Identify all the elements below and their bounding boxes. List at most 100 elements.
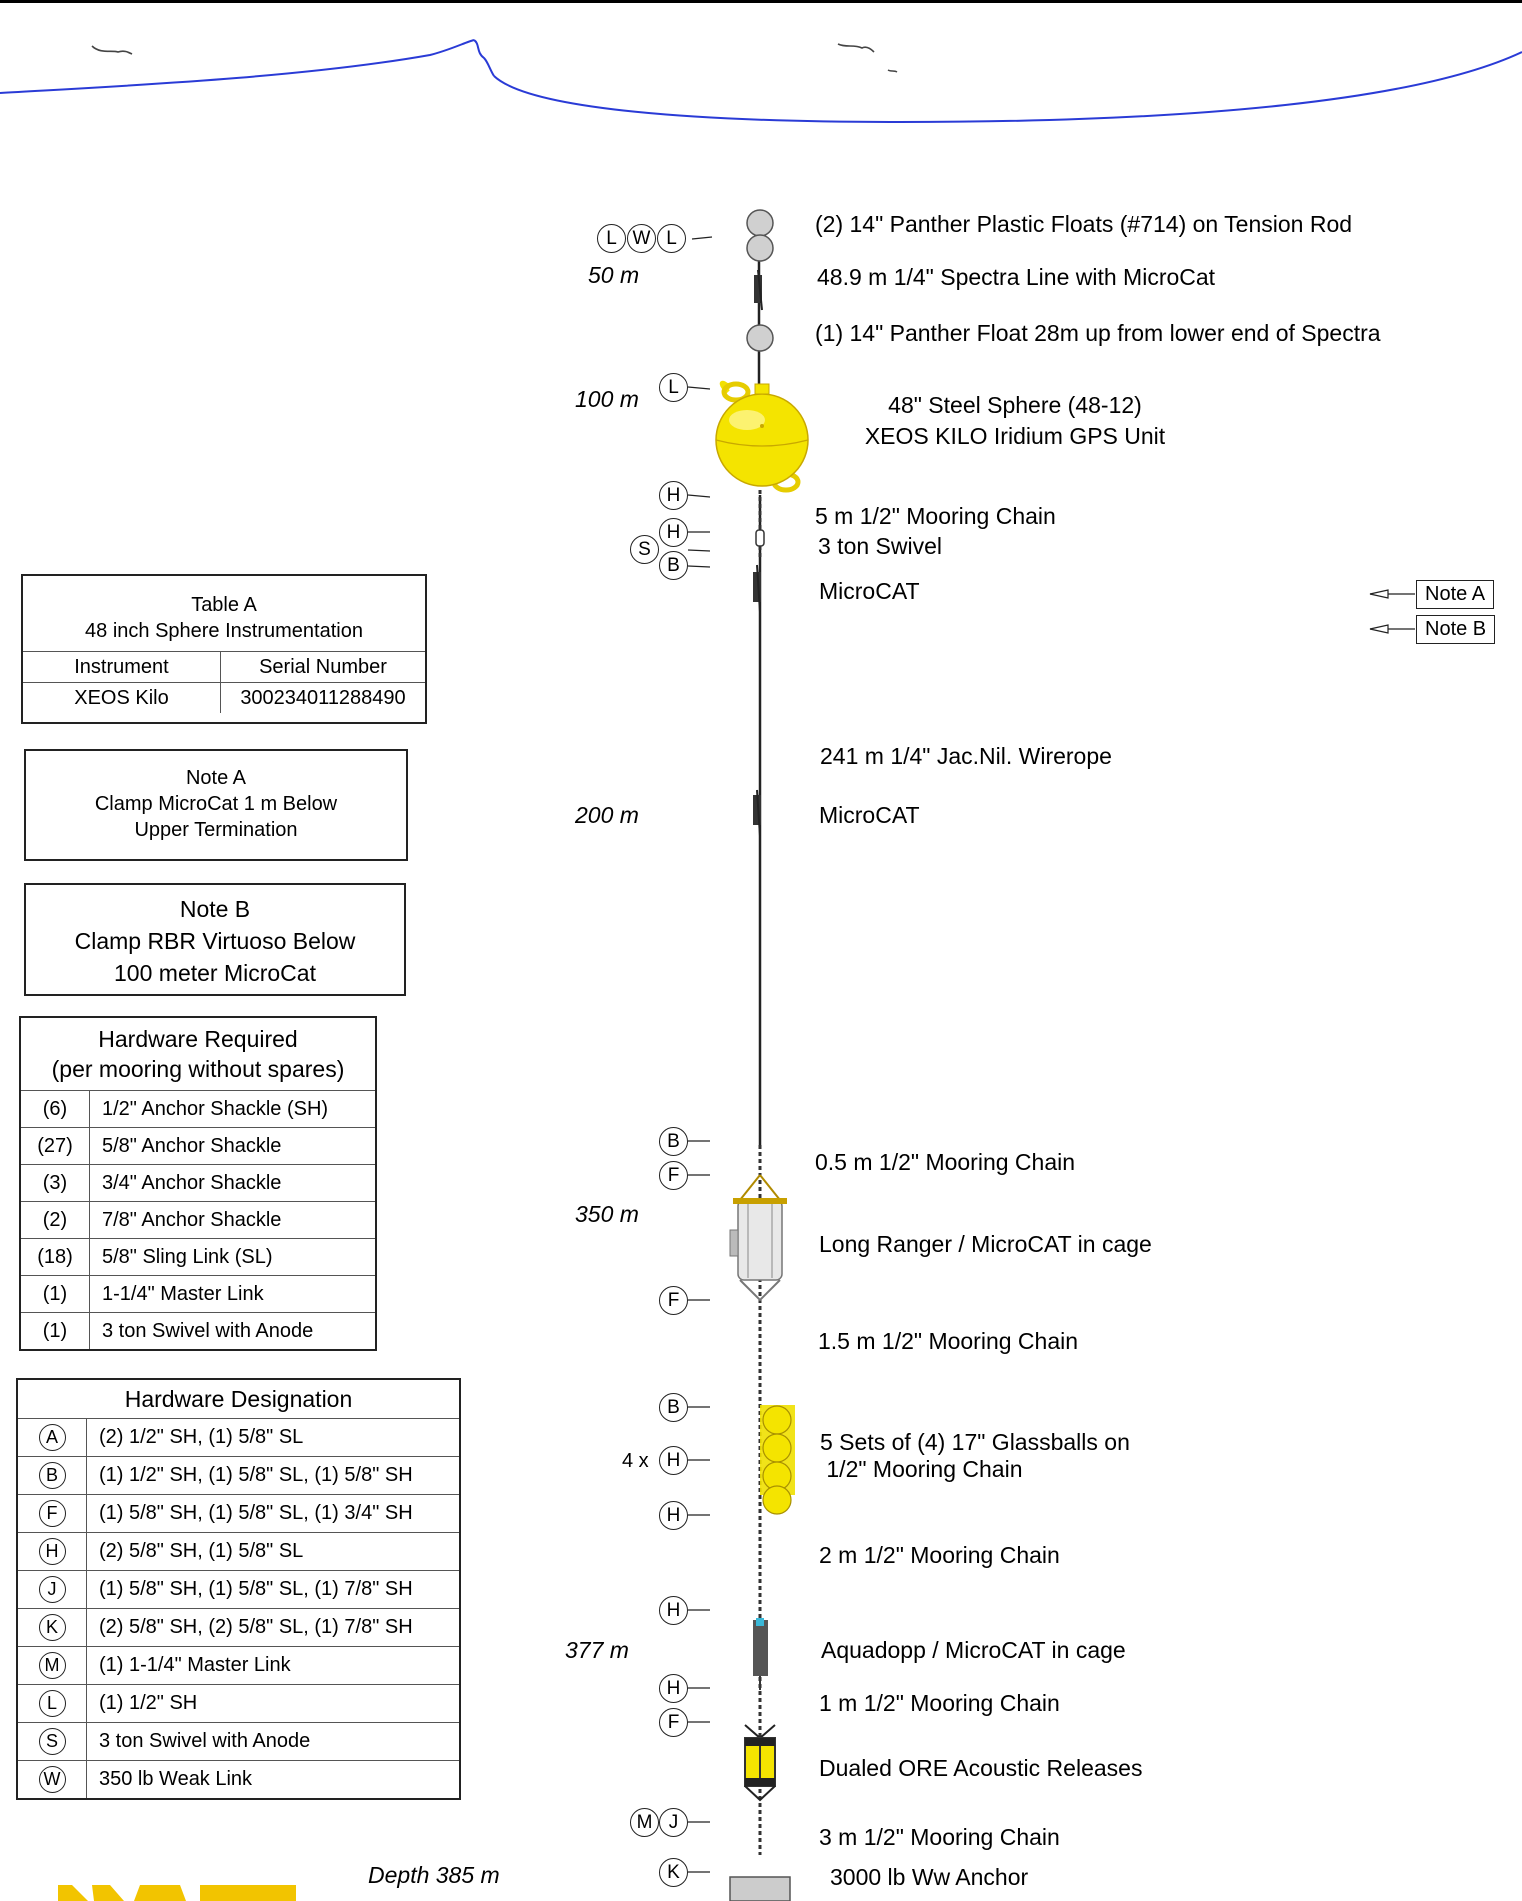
code-cell: A: [18, 1418, 87, 1457]
desc-cell: 3 ton Swivel with Anode: [86, 1722, 459, 1761]
component-label: 48.9 m 1/4" Spectra Line with MicroCat: [817, 264, 1216, 290]
code-circle-K: K: [38, 1614, 66, 1641]
component-label: Long Ranger / MicroCAT in cage: [819, 1231, 1152, 1257]
microcat-clamp: [756, 789, 761, 837]
note-b-title: Note B: [179, 896, 251, 922]
component-label: (1) 14" Panther Float 28m up from lower …: [815, 320, 1381, 346]
note-a-tag: Note A: [1416, 580, 1495, 609]
desc-cell: 350 lb Weak Link: [86, 1760, 459, 1798]
aquadopp-cage: [753, 1618, 768, 1690]
table-a-col1: Instrument: [23, 651, 221, 683]
code-circle-W: W: [38, 1766, 66, 1793]
table-row: (27)5/8" Anchor Shackle: [21, 1127, 375, 1165]
microcat-instrument: [754, 275, 762, 303]
qty-cell: (1): [21, 1275, 90, 1313]
component-label: 1.5 m 1/2" Mooring Chain: [818, 1328, 1079, 1354]
component-label: 3 ton Swivel: [818, 533, 943, 559]
qty-cell: (2): [21, 1201, 90, 1239]
code-circle-H: H: [659, 1674, 688, 1703]
depth-label: 200 m: [575, 802, 639, 828]
hardware-required-title: Hardware Required: [98, 1026, 298, 1052]
table-row: L(1) 1/2" SH: [18, 1684, 459, 1723]
code-circle-A: A: [38, 1424, 66, 1451]
qty-cell: (3): [21, 1164, 90, 1202]
code-circle-L: L: [38, 1690, 66, 1717]
code-leaders: [687, 236, 713, 1873]
long-ranger-cage: [729, 1174, 787, 1302]
table-a-subtitle: 48 inch Sphere Instrumentation: [85, 620, 363, 642]
microcat-instrument: [753, 795, 761, 825]
depth-label: 50 m: [588, 262, 640, 288]
table-a-serial: 300234011288490: [220, 682, 425, 713]
bird-icon: [887, 69, 898, 73]
hardware-required-subtitle: (per mooring without spares): [51, 1056, 345, 1082]
top-border: [0, 0, 1522, 3]
code-cell: W: [18, 1760, 87, 1798]
hardware-required-table: Hardware Required (per mooring without s…: [19, 1016, 377, 1351]
table-row: A(2) 1/2" SH, (1) 5/8" SL: [18, 1418, 459, 1457]
panther-float-single: [746, 324, 774, 352]
microcat-instrument: [753, 572, 761, 602]
hardware-designation-table: Hardware Designation A(2) 1/2" SH, (1) 5…: [16, 1378, 461, 1800]
code-circle-B: B: [659, 1127, 688, 1156]
table-row: H (2) 5/8" SH, (1) 5/8" SL: [18, 1532, 459, 1571]
code-circle-H: H: [659, 1446, 688, 1475]
code-circle-J: J: [38, 1576, 66, 1603]
table-row: (6)1/2" Anchor Shackle (SH): [21, 1090, 375, 1128]
code-circle-B: B: [659, 1393, 688, 1422]
table-a: Table A 48 inch Sphere Instrumentation I…: [21, 574, 427, 724]
component-label: (2) 14" Panther Plastic Floats (#714) on…: [815, 211, 1353, 237]
glassball-sets: [760, 1405, 795, 1515]
table-row: F (1) 5/8" SH, (1) 5/8" SL, (1) 3/4" SH: [18, 1494, 459, 1533]
item-cell: 5/8" Sling Link (SL): [89, 1238, 375, 1276]
qty-cell: (27): [21, 1127, 90, 1165]
desc-cell: (1) 1-1/4" Master Link: [86, 1646, 459, 1685]
depth-label: 350 m: [575, 1201, 639, 1227]
code-circle-H: H: [659, 1596, 688, 1625]
component-label: 2 m 1/2" Mooring Chain: [819, 1542, 1060, 1568]
note-a-title: Note A: [185, 767, 247, 789]
code-cell: F: [18, 1494, 87, 1533]
sphere-line-2: XEOS KILO Iridium GPS Unit: [864, 423, 1166, 449]
desc-cell: (1) 5/8" SH, (1) 5/8" SL, (1) 3/4" SH: [86, 1494, 459, 1533]
code-cell: M: [18, 1646, 87, 1685]
desc-cell: (2) 5/8" SH, (1) 5/8" SL: [86, 1532, 459, 1571]
code-cell: K: [18, 1608, 87, 1647]
code-circle-S: S: [630, 535, 659, 564]
table-row: (1)3 ton Swivel with Anode: [21, 1312, 375, 1349]
sea-surface-right: [493, 51, 1522, 124]
note-arrows: [1369, 589, 1415, 634]
code-circle-H: H: [38, 1538, 66, 1565]
multiplier-label: 4 x: [622, 1450, 649, 1472]
table-row: M(1) 1-1/4" Master Link: [18, 1646, 459, 1685]
table-row: W 350 lb Weak Link: [18, 1760, 459, 1798]
code-circle-L: L: [659, 373, 688, 402]
component-label: 3000 lb Ww Anchor: [830, 1864, 1029, 1890]
table-a-col2: Serial Number: [220, 651, 425, 683]
code-circle-F: F: [38, 1500, 66, 1527]
code-circle-H: H: [659, 518, 688, 547]
note-b-box: Note B Clamp RBR Virtuoso Below 100 mete…: [24, 883, 406, 996]
depth-label: 100 m: [575, 386, 639, 412]
code-circle-J: J: [659, 1808, 688, 1837]
panther-float: [746, 209, 774, 237]
swivel-icon: [755, 529, 765, 547]
table-a-grid: Instrument Serial Number XEOS Kilo 30023…: [23, 651, 425, 713]
desc-cell: (1) 1/2" SH, (1) 5/8" SL, (1) 5/8" SH: [86, 1456, 459, 1495]
code-cell: J: [18, 1570, 87, 1609]
code-cell: S: [18, 1722, 87, 1761]
note-a-box: Note A Clamp MicroCat 1 m Below Upper Te…: [24, 749, 408, 861]
item-cell: 5/8" Anchor Shackle: [89, 1127, 375, 1165]
code-cell: H: [18, 1532, 87, 1571]
sphere-line-1: 48" Steel Sphere (48-12): [888, 392, 1142, 418]
component-label: MicroCAT: [819, 578, 920, 604]
qty-cell: (18): [21, 1238, 90, 1276]
code-circle-F: F: [659, 1286, 688, 1315]
table-row: (3)3/4" Anchor Shackle: [21, 1164, 375, 1202]
item-cell: 7/8" Anchor Shackle: [89, 1201, 375, 1239]
acoustic-releases: [744, 1724, 776, 1802]
code-circle-M: M: [630, 1808, 659, 1837]
